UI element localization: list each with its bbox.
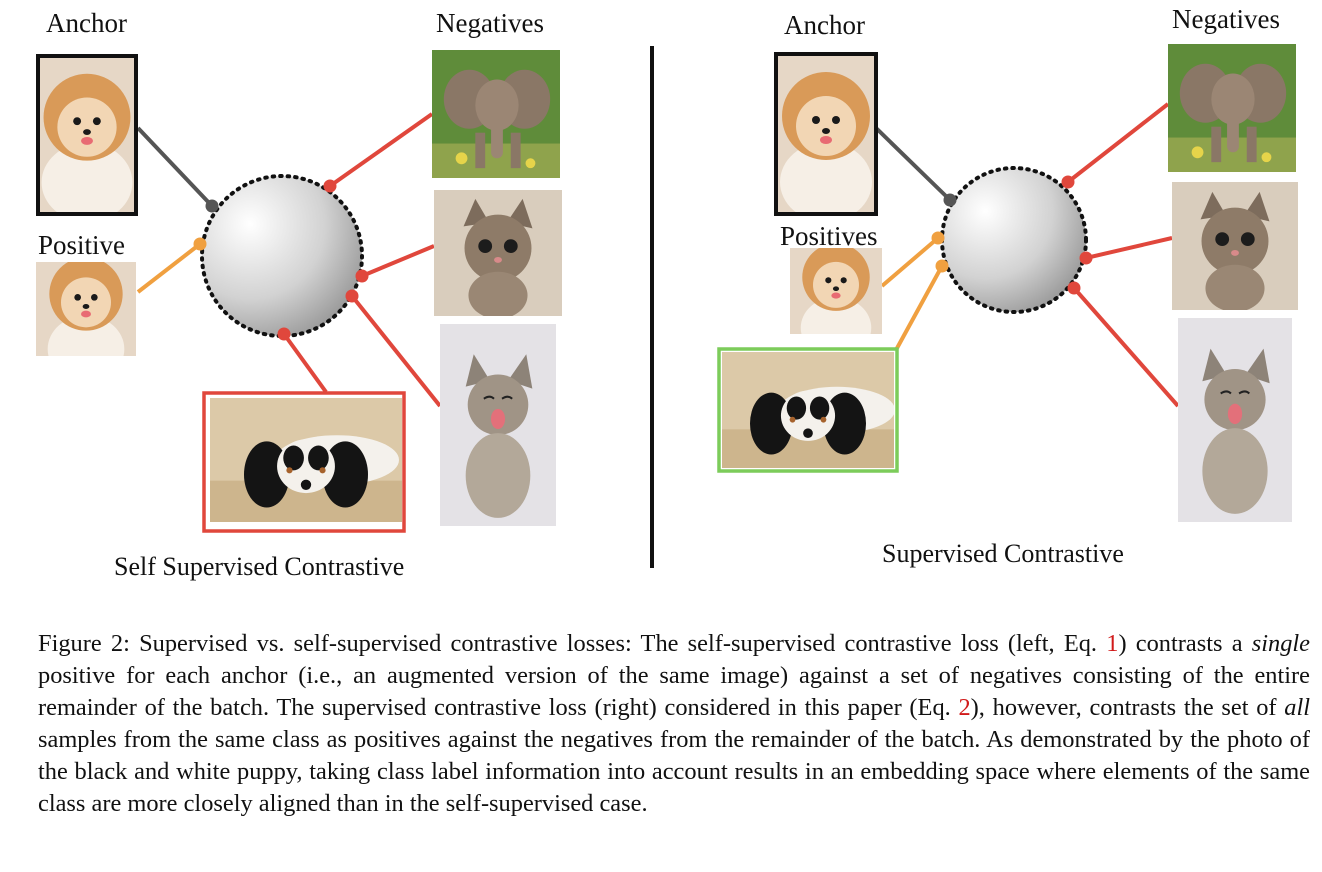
negative-yawning-kitten-image: [440, 324, 556, 526]
figure: Anchor Positive Negatives Self Supervise…: [36, 4, 1298, 581]
equation-1-link[interactable]: 1: [1106, 630, 1119, 657]
caption-text: ) contrasts a: [1118, 630, 1252, 657]
negative-kitten-image: [434, 190, 562, 316]
negative-elephant-image: [432, 50, 560, 178]
left-panel: [36, 50, 562, 533]
embedding-sphere: [940, 166, 1088, 314]
caption-text: ), however, contrasts the set of: [970, 694, 1285, 721]
left-negatives-label: Negatives: [436, 8, 544, 38]
equation-2-link[interactable]: 2: [958, 694, 971, 721]
highlight-green-frame: [717, 347, 899, 473]
negative-connector: [350, 294, 442, 408]
caption-text: Figure 2: Supervised vs. self-supervised…: [38, 630, 1107, 657]
anchor-frame: [36, 54, 138, 216]
positive-bw-puppy-image: [722, 352, 894, 468]
left-panel-title: Self Supervised Contrastive: [114, 552, 405, 581]
negative-connector: [1085, 236, 1173, 260]
caption-emphasis: single: [1251, 630, 1310, 657]
anchor-dot: [205, 199, 219, 213]
negative-dot: [355, 269, 369, 283]
anchor-connector: [874, 126, 952, 202]
caption-emphasis: all: [1284, 694, 1311, 721]
negative-connector: [328, 112, 434, 188]
right-panel-title: Supervised Contrastive: [882, 539, 1124, 568]
embedding-sphere: [200, 174, 364, 338]
positive-dot: [193, 237, 207, 251]
negative-yawning-kitten-image: [1178, 318, 1292, 522]
anchor-image: [38, 56, 136, 214]
positive-connector: [880, 236, 940, 288]
left-anchor-label: Anchor: [46, 8, 127, 38]
negative-dot: [277, 327, 291, 341]
anchor-image: [776, 54, 876, 214]
negative-connector: [1072, 286, 1180, 408]
anchor-frame: [774, 52, 878, 216]
left-positive-label: Positive: [38, 230, 126, 260]
right-anchor-label: Anchor: [784, 10, 865, 40]
negative-dot: [345, 289, 359, 303]
negative-kitten-image: [1172, 182, 1298, 310]
negative-dot: [1061, 175, 1075, 189]
positive-dot: [931, 231, 945, 245]
right-positives-label: Positives: [780, 221, 878, 251]
positive-connector: [136, 242, 202, 294]
figure-caption: Figure 2: Supervised vs. self-supervised…: [38, 628, 1310, 820]
negative-connector: [282, 332, 328, 394]
positive-dot: [935, 259, 949, 273]
caption-text: samples from the same class as positives…: [38, 726, 1310, 817]
right-negatives-label: Negatives: [1172, 4, 1280, 34]
caption-text: positive for each anchor (i.e., an augme…: [38, 662, 1310, 721]
negative-dot: [1067, 281, 1081, 295]
negative-connector: [1066, 102, 1170, 184]
right-panel: [717, 44, 1298, 522]
negative-dot: [323, 179, 337, 193]
negative-connector: [361, 244, 435, 278]
figure-graphics: [36, 44, 1298, 568]
anchor-connector: [136, 126, 214, 208]
negative-bw-puppy-image: [210, 398, 402, 522]
positive-connector: [894, 265, 944, 351]
positive-image: [36, 262, 136, 356]
negative-elephant-image: [1168, 44, 1296, 172]
negative-dot: [1079, 251, 1093, 265]
highlight-red-frame: [202, 391, 406, 533]
anchor-dot: [943, 193, 957, 207]
